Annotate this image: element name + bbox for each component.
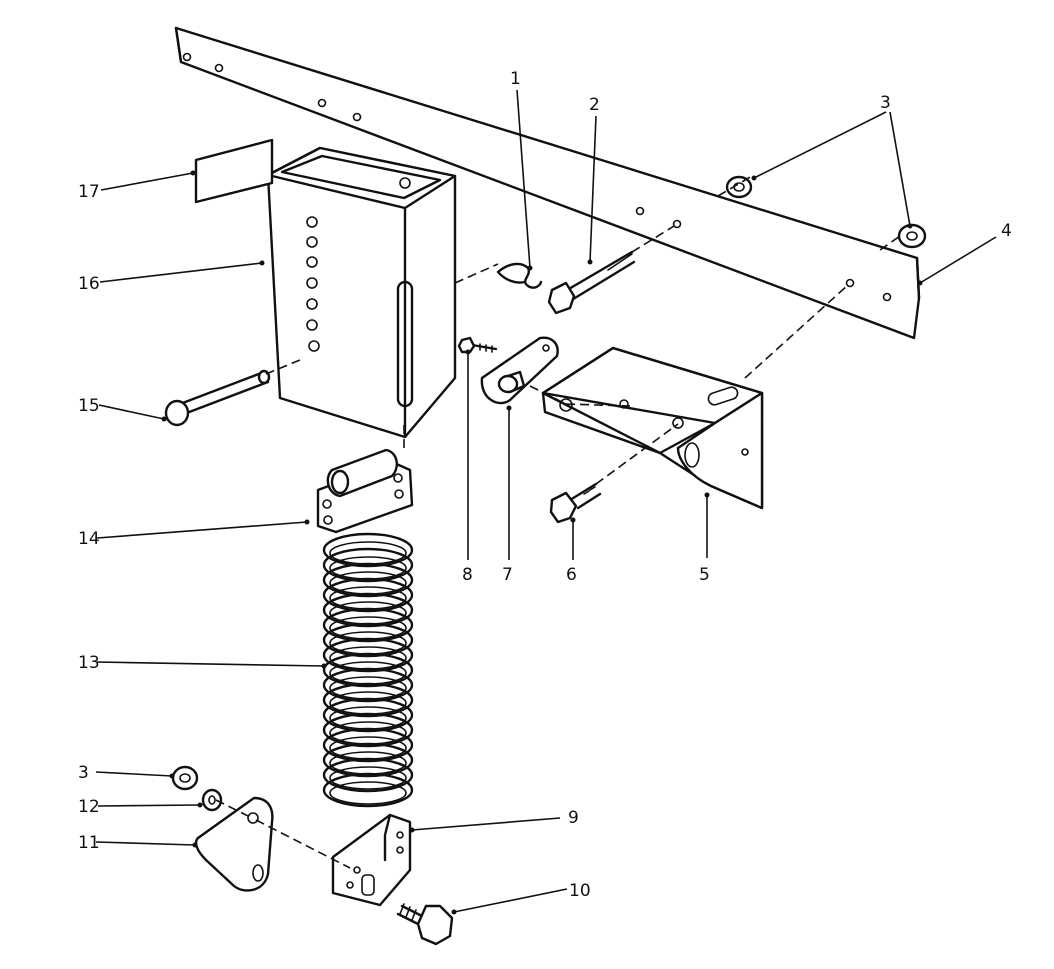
part-15-pin [164,369,271,427]
part-3-lock-nut-lower [171,765,199,791]
spring-coil [322,742,414,778]
part-5-bracket [541,346,764,510]
part-3-lock-nut-top [725,175,753,199]
callout-6: 6 [566,565,577,585]
spring-coil [322,667,414,703]
spring-coil-inner [329,766,407,790]
part-14-hinge-block [316,448,414,534]
part-6-bolt [549,482,602,524]
callout-12: 12 [78,797,100,817]
spring-coil [322,532,414,568]
callout-16: 16 [78,274,100,294]
part-10-bolt [396,903,454,946]
callout-9: 9 [568,808,579,828]
part-17-decal [194,138,274,204]
spring-coil [322,682,414,718]
callout-7: 7 [502,565,513,585]
alignment-lines [215,175,901,869]
part-8-screw [457,336,498,354]
part-11-link-plate [194,796,274,892]
spring-coil [322,607,414,643]
callout-4: 4 [1001,221,1012,241]
callout-5: 5 [699,565,710,585]
callout-14: 14 [78,529,100,549]
part-7-pivot-plate [480,336,559,405]
part-2-long-bolt [547,250,636,315]
spring-coil [322,622,414,658]
part-12-washer [201,788,223,812]
spring-coil [322,652,414,688]
callout-1: 1 [510,69,521,89]
spring-coil [322,637,414,673]
callout-3-lower: 3 [78,763,89,783]
spring-coil [322,772,414,808]
part-9-lower-bracket [331,813,412,907]
callout-2: 2 [589,95,600,115]
part-3-lock-nut-right [897,223,927,249]
spring-coil [322,577,414,613]
spring-coil [322,547,414,583]
part-1-hairpin-clip [496,262,543,289]
callout-17: 17 [78,182,100,202]
callout-8: 8 [462,565,473,585]
part-16-square-tube [266,146,457,439]
spring-coil [322,757,414,793]
callout-3-top: 3 [880,93,891,113]
callout-10: 10 [569,881,591,901]
callout-15: 15 [78,396,100,416]
part-4-mounting-bar [174,26,921,340]
spring-coil [322,562,414,598]
callout-13: 13 [78,653,100,673]
part-13-coil-spring [322,532,414,808]
spring-coil [322,712,414,748]
spring-coil [322,727,414,763]
callout-11: 11 [78,833,100,853]
spring-coil-inner [329,781,407,805]
spring-coil [322,592,414,628]
leader-lines [95,89,997,915]
callout-labels: 1 2 3 3 4 5 6 7 8 9 10 11 12 13 14 15 16… [78,69,1012,901]
spring-coil [322,697,414,733]
